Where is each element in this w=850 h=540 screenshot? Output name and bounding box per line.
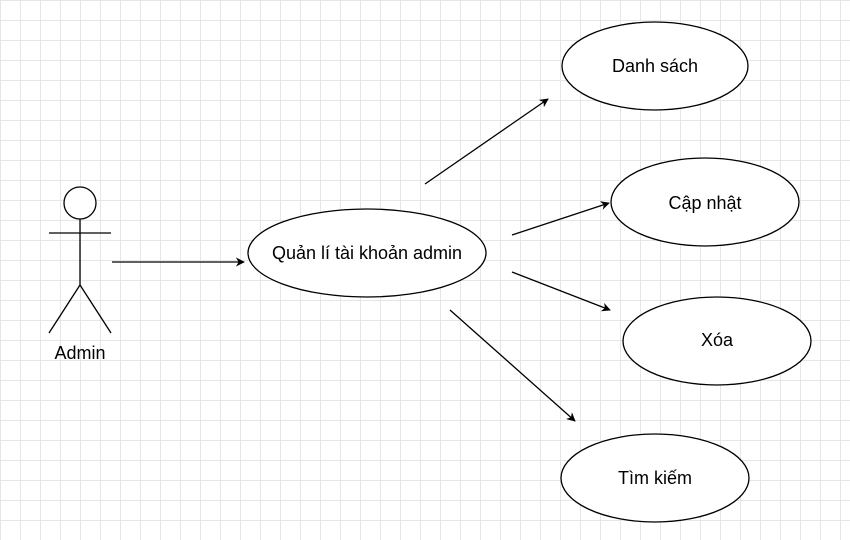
arrow-main-to-tim-kiem bbox=[449, 309, 576, 422]
arrow-main-to-xoa bbox=[511, 271, 611, 312]
use-case-main-label: Quản lí tài khoản admin bbox=[272, 243, 462, 263]
use-case-quan-li-tai-khoan-admin[interactable]: Quản lí tài khoản admin bbox=[247, 208, 487, 298]
actor-label: Admin bbox=[54, 343, 105, 363]
use-case-danh-sach-label: Danh sách bbox=[612, 56, 698, 76]
use-case-xoa[interactable]: Xóa bbox=[622, 296, 812, 386]
use-case-cap-nhat-ellipse bbox=[610, 157, 800, 247]
use-case-xoa-label: Xóa bbox=[701, 330, 734, 350]
use-case-xoa-ellipse bbox=[622, 296, 812, 386]
use-case-danh-sach-ellipse bbox=[561, 21, 749, 111]
arrow-main-to-danh-sach bbox=[424, 98, 549, 185]
admin-actor[interactable]: Admin bbox=[48, 186, 112, 363]
actor-left-leg bbox=[48, 284, 81, 334]
use-case-main-ellipse bbox=[247, 208, 487, 298]
use-case-cap-nhat[interactable]: Cập nhật bbox=[610, 157, 800, 247]
actor-head bbox=[63, 186, 97, 220]
use-case-tim-kiem-label: Tìm kiếm bbox=[618, 468, 692, 488]
use-case-cap-nhat-label: Cập nhật bbox=[668, 193, 741, 213]
use-case-tim-kiem-ellipse bbox=[560, 433, 750, 523]
arrow-main-to-cap-nhat bbox=[511, 201, 610, 236]
use-case-danh-sach[interactable]: Danh sách bbox=[561, 21, 749, 111]
actor-right-leg bbox=[79, 284, 112, 334]
use-case-tim-kiem[interactable]: Tìm kiếm bbox=[560, 433, 750, 523]
